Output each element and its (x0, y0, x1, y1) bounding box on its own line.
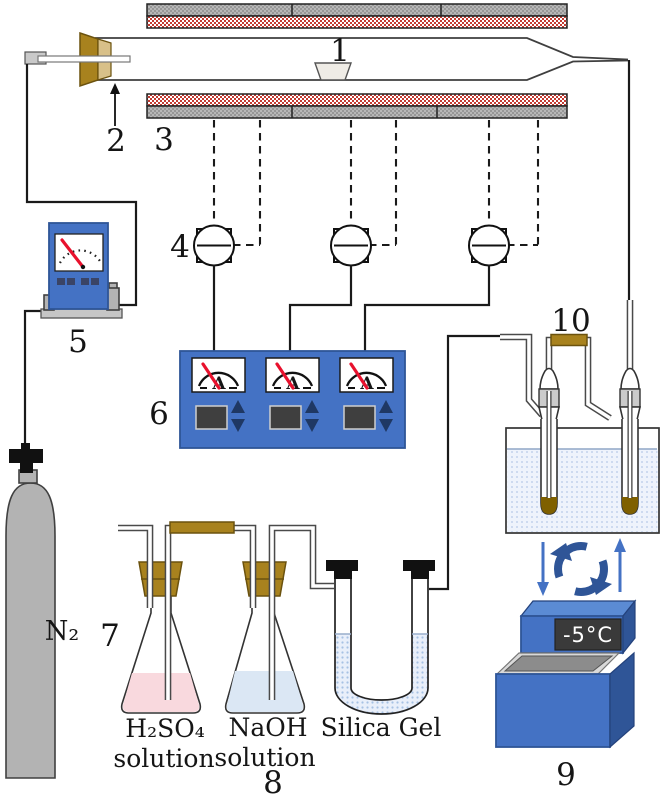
gas-washing-flask-h2so4 (120, 561, 202, 714)
naoh-label-line2: solution (214, 743, 315, 772)
furnace-heater-top (146, 3, 568, 29)
label-temperature-controller: 6 (149, 396, 169, 432)
up-arrow-button-3 (379, 400, 393, 413)
control-valve-3 (468, 224, 510, 267)
flow-meter (40, 222, 123, 319)
controller-wires (212, 265, 491, 352)
down-arrow-button-1 (231, 419, 245, 432)
down-arrow-button-3 (379, 419, 393, 432)
label-flow-meter: 5 (68, 324, 88, 360)
svg-text:A: A (211, 374, 226, 394)
cylinder-gas-label: N₂ (45, 616, 79, 647)
h2so4-label-line1: H₂SO₄ (125, 714, 204, 743)
gas-inlet-tube (24, 51, 131, 65)
controller-display-2 (269, 405, 302, 430)
sample-boat (314, 62, 352, 81)
up-arrow-button-2 (305, 400, 319, 413)
silica-gel-utube (326, 560, 435, 715)
gas-washing-flask-naoh (224, 561, 306, 714)
cold-trap-assembly (500, 300, 642, 515)
controller-gauge-3: A (339, 357, 394, 394)
n2-cylinder: N₂ (5, 443, 79, 779)
thermocouple-dashed-lines (212, 120, 540, 247)
control-valve-1 (193, 224, 235, 267)
silica-gel-label: Silica Gel (321, 713, 442, 742)
controller-gauge-2: A (265, 357, 320, 394)
chiller-display-value: -5°C (563, 623, 613, 647)
recirculating-chiller: -5°C (495, 599, 637, 749)
temperature-controller: A A A (179, 350, 406, 449)
flow-meter-buttons (57, 278, 99, 285)
control-valve-2 (330, 224, 372, 267)
gas-inlet-arrow (110, 83, 120, 126)
up-arrow-button-1 (231, 400, 245, 413)
flask-connector-sleeve (169, 521, 235, 534)
naoh-stopper (242, 561, 287, 597)
label-furnace-heater: 3 (154, 122, 174, 158)
utube-cap-right (403, 560, 435, 579)
controller-display-1 (195, 405, 228, 430)
down-arrow-button-2 (305, 419, 319, 432)
trap-1-condensate (541, 497, 557, 514)
label-cold-trap: 10 (551, 303, 590, 339)
circulation-arrows-icon (537, 538, 626, 596)
h2so4-liquid (122, 673, 200, 712)
chiller-display (554, 618, 622, 651)
furnace-heater-bottom (146, 93, 568, 119)
label-washing-train: 8 (263, 765, 283, 795)
h2so4-label-line2: solution (113, 744, 214, 773)
naoh-label-line1: NaOH (228, 713, 307, 742)
label-valve: 4 (170, 229, 190, 265)
flask-tubing (118, 521, 334, 700)
n2-supply-line (23, 64, 138, 450)
svg-text:A: A (285, 374, 300, 394)
label-gas-cylinder: 7 (100, 618, 120, 654)
h2so4-stopper (138, 561, 183, 597)
cold-trap-2 (618, 367, 642, 515)
silica-gel-fill (335, 634, 428, 715)
trap-2-condensate (622, 497, 638, 514)
trap-connector-sleeve (550, 333, 588, 347)
controller-gauge-1: A (191, 357, 246, 394)
label-gas-inlet: 2 (106, 123, 126, 159)
svg-text:A: A (359, 374, 374, 394)
furnace-tube (94, 37, 629, 81)
label-chiller: 9 (556, 757, 576, 793)
utube-to-trap-line (429, 334, 500, 591)
chiller-bath-opening (503, 655, 614, 672)
controller-display-3 (343, 405, 376, 430)
cold-trap-1 (537, 367, 561, 515)
flow-meter-gauge (54, 233, 104, 272)
naoh-liquid (226, 671, 304, 712)
utube-cap-left (326, 560, 358, 579)
label-sample-boat: 1 (330, 33, 350, 69)
cylinder-valve (9, 443, 43, 473)
